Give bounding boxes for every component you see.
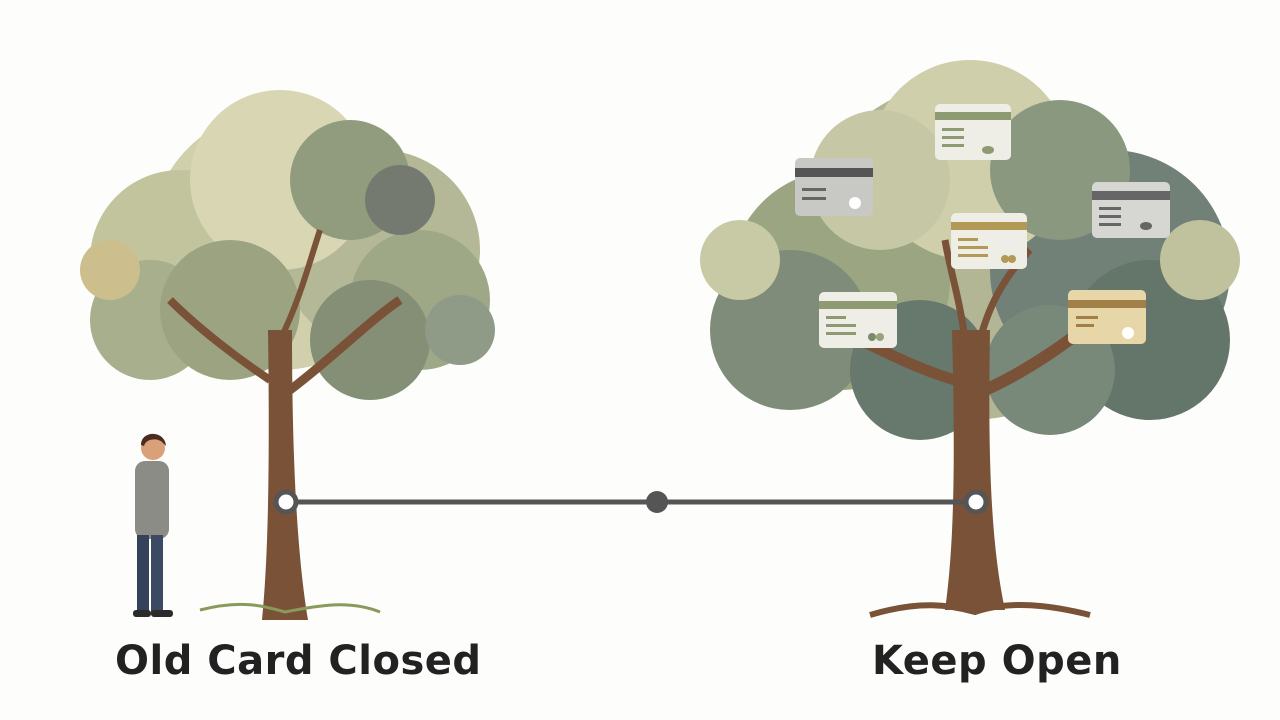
credit-card-icon (1068, 290, 1146, 344)
left-label: Old Card Closed (115, 638, 482, 684)
right-tree (700, 60, 1240, 618)
credit-card-icon (1092, 182, 1170, 238)
credit-card-icon (951, 213, 1027, 269)
left-tree (80, 90, 495, 620)
timeline-middle-node (646, 491, 668, 513)
left-tree-trunk (262, 330, 308, 620)
left-tree-foliage (80, 90, 495, 400)
timeline-end-node (963, 489, 989, 515)
credit-card-icon (795, 158, 873, 216)
credit-card-icon (819, 292, 897, 348)
right-label: Keep Open (872, 638, 1122, 684)
person-figure (133, 433, 173, 617)
timeline (273, 489, 989, 515)
right-tree-trunk (945, 330, 1005, 610)
timeline-start-node (273, 489, 299, 515)
credit-card-icon (935, 104, 1011, 160)
